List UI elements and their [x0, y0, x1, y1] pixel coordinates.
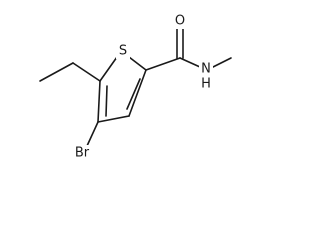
bond-n-methyl: [212, 57, 232, 68]
bond-c5-c4: [128, 69, 147, 117]
nitrogen-atom: N: [201, 62, 211, 77]
bond-c3-c2: [97, 80, 101, 123]
bond-c4-c3: [97, 115, 130, 123]
sulfur-label-bg: [116, 43, 130, 59]
bond-ch2-ch3: [39, 62, 74, 82]
bond-carbonyl-n: [179, 57, 201, 68]
oxygen-atom: O: [175, 14, 185, 29]
bond-c3-br: [86, 121, 99, 147]
chemical-structure: S O N H Br: [39, 13, 232, 161]
bond-s-c5: [128, 56, 147, 71]
bond-c5-carbonyl: [145, 57, 181, 71]
nitrogen-label-bg: [199, 62, 213, 92]
bond-c5-c4-inner: [126, 78, 141, 110]
sulfur-atom: S: [119, 44, 127, 59]
bond-c2-ch2: [72, 62, 101, 82]
nitrogen-hydrogen-atom: H: [201, 77, 211, 92]
bond-c3-c2-inner: [105, 85, 108, 117]
bond-s-c2: [99, 56, 118, 82]
bromine-label-bg: [68, 145, 96, 161]
oxygen-label-bg: [173, 13, 187, 29]
bromine-atom: Br: [75, 146, 90, 161]
